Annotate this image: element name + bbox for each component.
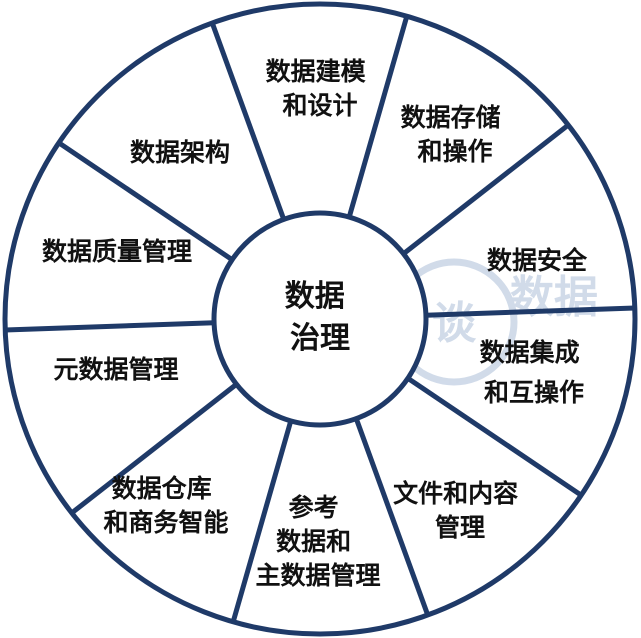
segment-label-modeling: 数据建模 和设计 (266, 57, 375, 120)
center-circle (211, 210, 429, 428)
segment-divider (70, 382, 239, 515)
segment-label-line: 数据架构 (130, 138, 230, 167)
segment-label-line: 数据集成 (480, 338, 580, 367)
watermark-text: 数据 (510, 272, 598, 323)
segment-label-line: 和设计 (282, 91, 357, 120)
segment-label-line: 数据和 (276, 527, 351, 556)
segment-divider (209, 22, 287, 221)
segment-divider (401, 123, 570, 256)
segment-label-line: 主数据管理 (255, 561, 380, 590)
segment-label-line: 文件和内容 (393, 479, 518, 508)
segment-label-reference: 参考 数据和 主数据管理 (255, 493, 380, 590)
segment-label-security: 数据安全 (487, 246, 588, 275)
segment-label-line: 和操作 (417, 137, 492, 166)
segment-divider (346, 15, 410, 218)
segment-divider (5, 320, 215, 333)
watermark-logo: 谈 数据 (390, 258, 598, 386)
segment-label-line: 数据质量管理 (42, 237, 192, 266)
segment-label-line: 元数据管理 (53, 355, 178, 384)
segment-label-metadata: 元数据管理 (53, 355, 178, 384)
center-label-line: 数据 (285, 279, 345, 314)
segment-label-line: 和互操作 (484, 378, 584, 407)
segment-label-quality: 数据质量管理 (42, 237, 192, 266)
segment-label-integration: 数据集成 和互操作 (480, 338, 589, 407)
segment-label-storage: 数据存储 和操作 (401, 103, 510, 166)
segment-divider (425, 305, 635, 318)
segment-divider (57, 140, 234, 262)
segment-label-line: 数据存储 (401, 103, 501, 132)
center-label: 数据 治理 (285, 279, 355, 356)
segment-label-line: 数据建模 (266, 57, 367, 86)
segment-label-line: 数据安全 (487, 246, 588, 275)
segment-label-architecture: 数据架构 (130, 138, 230, 167)
segment-label-warehouse: 数据仓库 和商务智能 (103, 474, 228, 537)
center-label-line: 治理 (290, 321, 350, 356)
segment-dividers (5, 15, 635, 623)
segment-label-line: 和商务智能 (103, 508, 228, 537)
segment-divider (230, 420, 294, 623)
segment-divider (406, 376, 583, 498)
segment-label-line: 参考 (289, 493, 339, 522)
segment-divider (353, 417, 431, 616)
segment-label-line: 数据仓库 (112, 474, 212, 503)
segment-label-document: 文件和内容 管理 (393, 479, 527, 542)
segment-label-line: 管理 (435, 513, 485, 542)
watermark-glyph: 谈 (432, 298, 477, 349)
